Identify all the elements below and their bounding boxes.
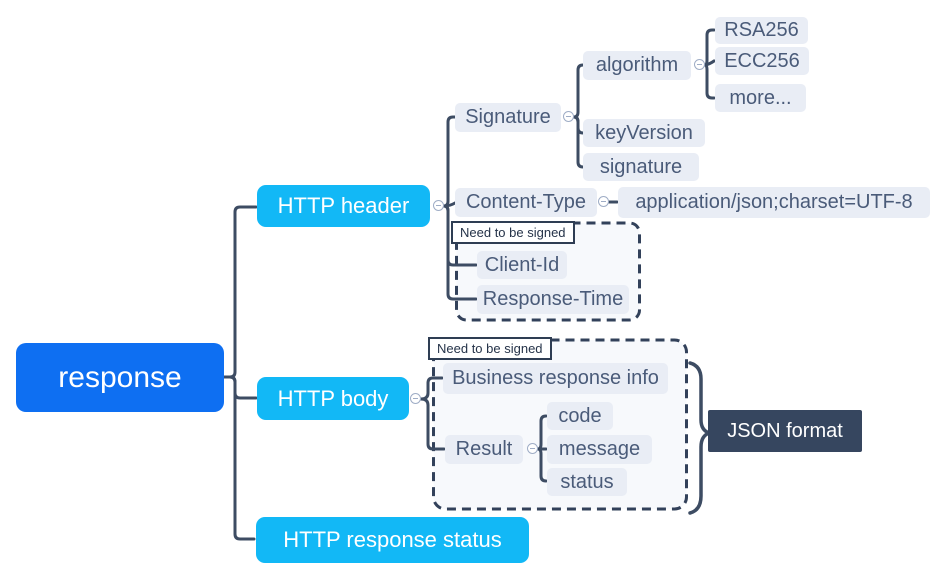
node-business-response-info[interactable]: Business response info	[443, 363, 668, 394]
node-message[interactable]: message	[547, 435, 652, 464]
body-group-label[interactable]: Need to be signed	[428, 337, 552, 360]
node-rsa256[interactable]: RSA256	[715, 17, 808, 44]
node-keyversion[interactable]: keyVersion	[583, 119, 705, 147]
collapse-minus-icon[interactable]	[694, 59, 705, 70]
node-content-type[interactable]: Content-Type	[455, 188, 597, 217]
node-algorithm[interactable]: algorithm	[583, 51, 691, 80]
connector-result-status	[536, 447, 548, 483]
node-code[interactable]: code	[547, 402, 613, 430]
connector-root-body	[223, 375, 258, 400]
connector-root-status	[223, 375, 256, 541]
node-response-time[interactable]: Response-Time	[477, 285, 629, 314]
connector-algorithm-rsa	[703, 28, 716, 67]
node-client-id[interactable]: Client-Id	[477, 251, 567, 279]
node-status[interactable]: status	[547, 468, 627, 496]
node-more[interactable]: more...	[715, 84, 806, 112]
connector-signature-algorithm	[572, 63, 585, 119]
node-http-response-status[interactable]: HTTP response status	[256, 517, 529, 563]
node-signature[interactable]: Signature	[455, 103, 561, 132]
node-json-format[interactable]: JSON format	[708, 410, 862, 452]
node-http-header[interactable]: HTTP header	[257, 185, 430, 227]
collapse-minus-icon[interactable]	[598, 196, 609, 207]
node-http-body[interactable]: HTTP body	[257, 377, 409, 420]
node-result[interactable]: Result	[445, 435, 523, 464]
collapse-minus-icon[interactable]	[410, 393, 421, 404]
connector-body-result	[419, 397, 446, 451]
connector-header-signature	[442, 115, 457, 208]
json-format-brace	[688, 361, 714, 515]
node-ecc256[interactable]: ECC256	[715, 47, 809, 75]
node-signature-field[interactable]: signature	[583, 153, 699, 181]
connector-root-header	[223, 205, 258, 379]
collapse-minus-icon[interactable]	[433, 200, 444, 211]
collapse-minus-icon[interactable]	[563, 111, 574, 122]
connector-header-responsetime	[442, 204, 478, 301]
node-content-type-value[interactable]: application/json;charset=UTF-8	[618, 187, 930, 218]
connector-algorithm-more	[703, 63, 716, 100]
collapse-minus-icon[interactable]	[527, 443, 538, 454]
header-group-label[interactable]: Need to be signed	[451, 221, 575, 244]
node-response[interactable]: response	[16, 343, 224, 412]
connector-signature-signaturefield	[572, 115, 585, 169]
